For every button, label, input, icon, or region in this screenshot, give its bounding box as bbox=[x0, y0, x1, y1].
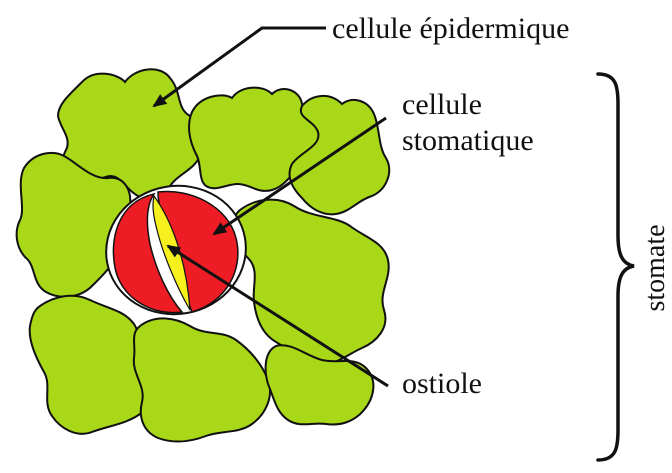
label-epidermal-cell: cellule épidermique bbox=[332, 12, 569, 45]
epidermal-cell-right bbox=[233, 200, 389, 365]
label-ostiole: ostiole bbox=[402, 367, 482, 400]
epidermal-cell-top-right bbox=[290, 96, 390, 214]
right-brace-icon bbox=[598, 74, 634, 460]
label-stomate: stomate bbox=[640, 224, 671, 311]
label-stomatal-cell-line1: cellule bbox=[402, 88, 482, 121]
label-stomatal-cell-line2: stomatique bbox=[402, 124, 534, 157]
epidermal-cell-bottom-middle bbox=[134, 318, 270, 441]
